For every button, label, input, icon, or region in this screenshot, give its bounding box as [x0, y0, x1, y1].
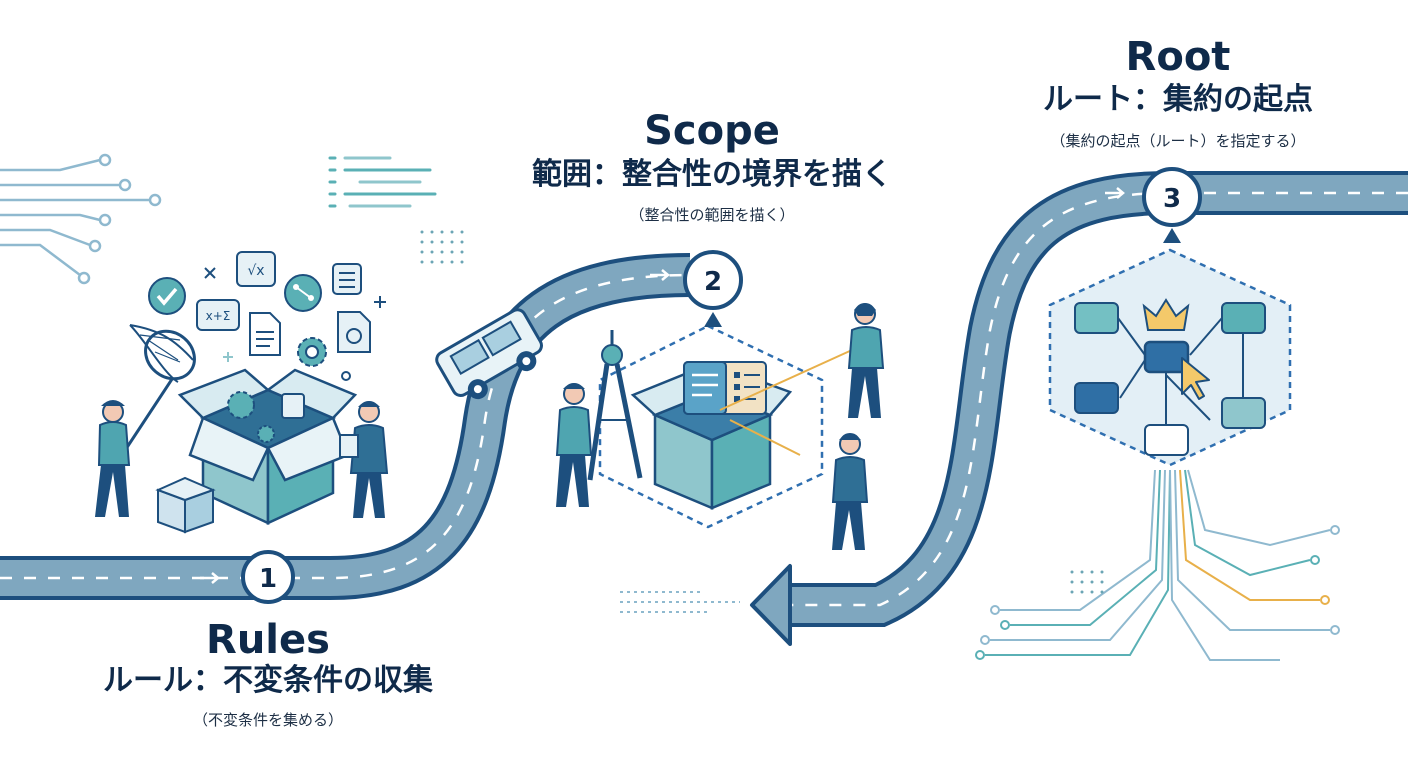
step-title-jp: 範囲：整合性の境界を描く [532, 157, 892, 192]
step-title-en: Root [1125, 34, 1231, 80]
sparkle-icons [204, 267, 386, 381]
circuit-lines-icon [975, 469, 1340, 661]
step-number: 1 [259, 564, 277, 594]
step-title-jp: ルール：不変条件の収集 [103, 663, 433, 698]
checkmark-icon [148, 277, 186, 315]
open-box-icon [177, 368, 358, 525]
compass-icon [587, 330, 643, 481]
step-subtitle: （集約の起点（ルート）を指定する） [1050, 132, 1306, 150]
svg-text:x+Σ: x+Σ [206, 309, 231, 323]
step-subtitle: （整合性の範囲を描く） [629, 206, 795, 224]
scope-scene [435, 303, 885, 613]
step-title-jp: ルート：集約の起点 [1043, 82, 1313, 117]
rules-scene: √x x+Σ [95, 251, 389, 534]
dot-grid-icon [415, 228, 465, 268]
cursor-icon [1181, 357, 1210, 400]
list-icon [332, 263, 362, 295]
step-number: 3 [1163, 184, 1181, 214]
person-with-clipboard [339, 401, 389, 518]
code-lines-icon [328, 156, 437, 208]
step-subtitle: （不変条件を集める） [192, 711, 343, 729]
person-with-net [95, 400, 131, 517]
step-number: 2 [704, 267, 722, 297]
open-box-icon [630, 361, 793, 510]
boundary-hexagon [598, 324, 824, 529]
step-title-en: Rules [206, 617, 330, 663]
crown-icon [1142, 298, 1190, 331]
gear-icon [297, 337, 327, 367]
document-card-icon [683, 361, 767, 415]
step-marker-3: 3 [1142, 167, 1202, 243]
laser-pointer-icon [719, 349, 853, 456]
settings-file-icon [337, 311, 371, 353]
network-icon [284, 274, 322, 312]
svg-text:√x: √x [247, 263, 264, 279]
formula-icon: √x x+Σ [196, 251, 276, 331]
step-marker-2: 2 [683, 250, 743, 327]
root-scene [975, 248, 1340, 661]
road-arrowhead [750, 564, 792, 646]
circuit-lines-icon [0, 153, 162, 285]
small-box-icon [155, 476, 216, 534]
winding-road [0, 171, 1408, 646]
document-icon [249, 312, 281, 356]
person-with-pointer-top [847, 303, 885, 418]
circuit-lines-icon [620, 591, 740, 613]
step-title-en: Scope [644, 108, 780, 154]
dot-grid-icon [1065, 568, 1110, 598]
car-icon [435, 308, 543, 400]
node-graph-icon [1074, 302, 1266, 456]
person-with-compass [555, 383, 593, 507]
net-icon [120, 324, 196, 456]
step-marker-1: 1 [241, 550, 295, 604]
person-with-pointer-bottom [831, 433, 869, 550]
